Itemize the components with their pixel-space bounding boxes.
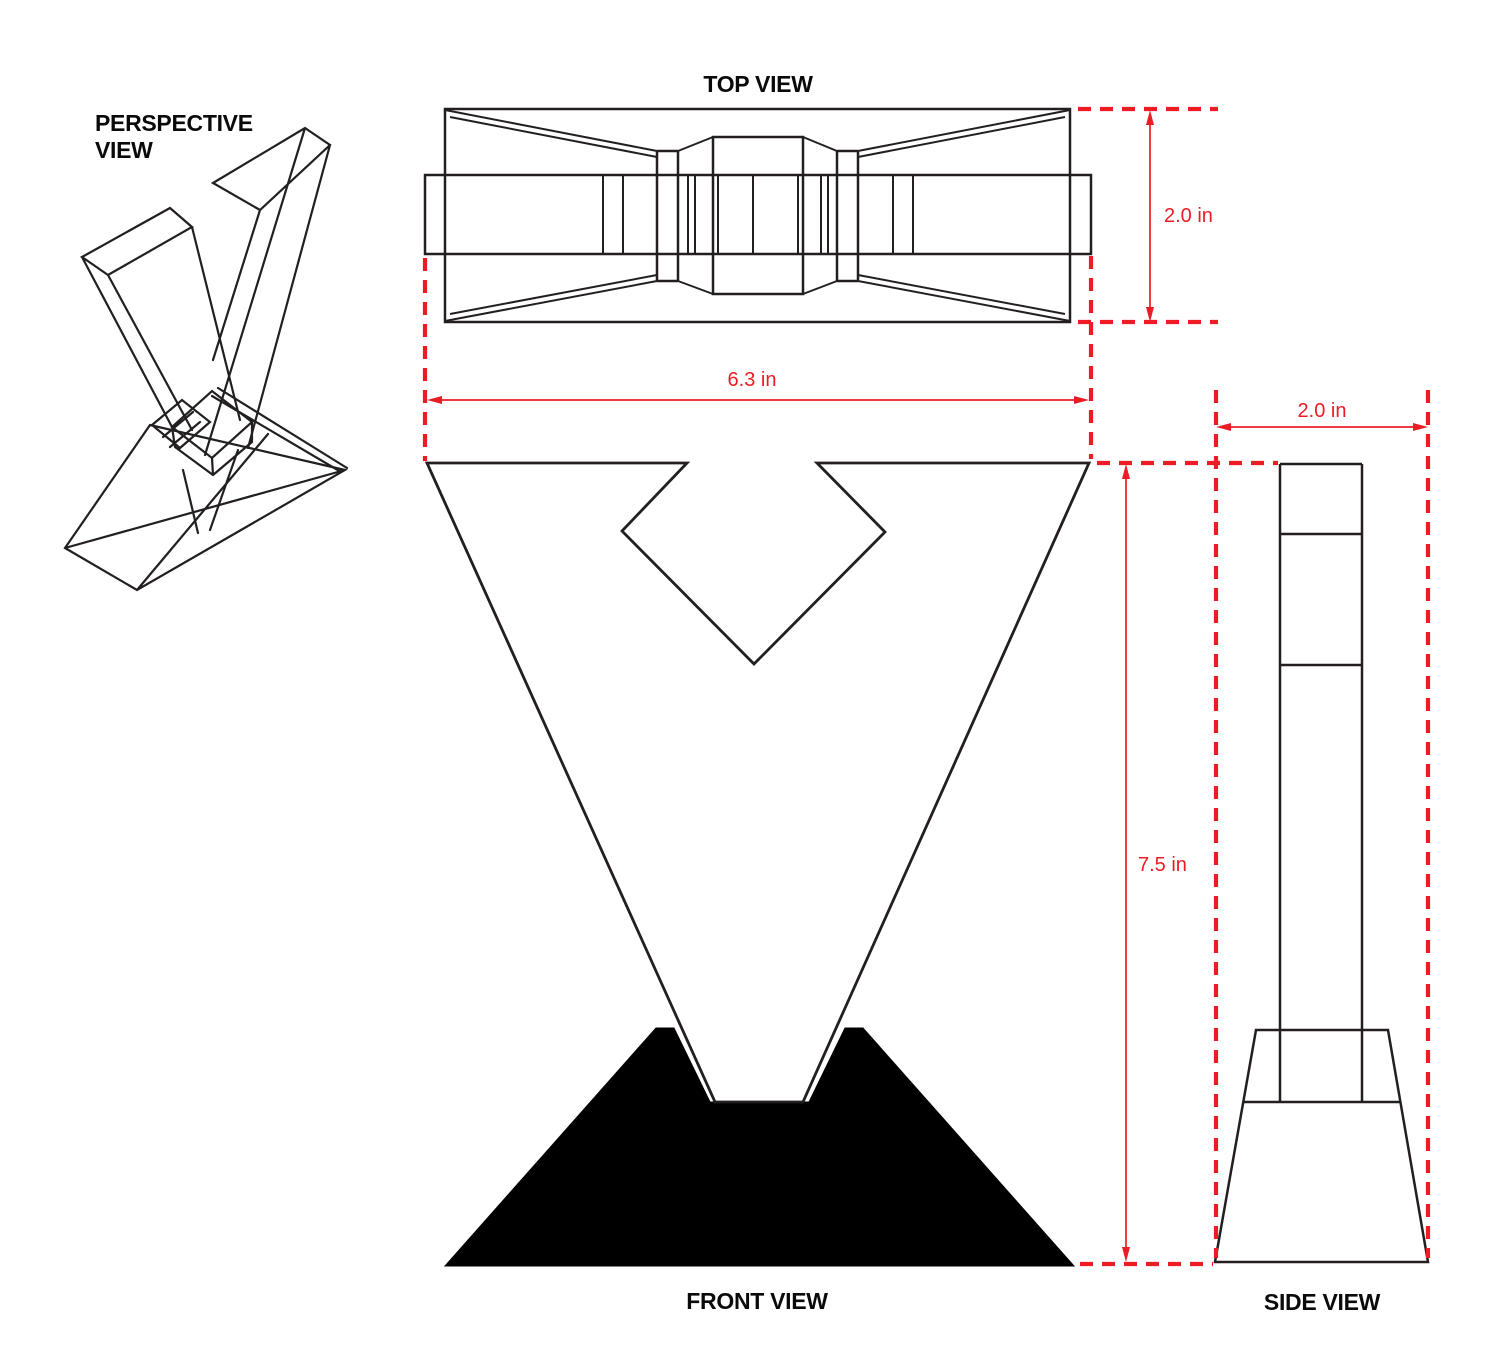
dimension-front-height-value: 7.5 in	[1138, 854, 1187, 876]
arrow-up-icon	[1146, 110, 1154, 125]
perspective-view-drawing	[63, 126, 349, 592]
top-taper-lines	[444, 109, 1071, 322]
arrow-left-icon	[1216, 423, 1231, 431]
side-view-label: SIDE VIEW	[1263, 1289, 1381, 1315]
front-view-drawing	[424, 461, 1092, 1267]
dimension-top-depth-value: 2.0 in	[1164, 205, 1213, 227]
perspective-view-label: PERSPECTIVE VIEW	[95, 110, 253, 163]
front-view-label: FRONT VIEW	[686, 1288, 828, 1314]
top-outer-rect	[443, 107, 1072, 324]
arrow-right-icon	[1074, 396, 1089, 404]
top-view-drawing	[423, 107, 1093, 324]
perspective-tall-arm	[203, 126, 332, 457]
front-v-body	[424, 461, 1092, 1104]
dimension-side-width-value: 2.0 in	[1297, 400, 1347, 422]
perspective-short-arm	[79, 206, 242, 432]
top-band-segments	[602, 175, 914, 254]
arrow-down-icon	[1122, 1247, 1130, 1262]
side-column	[1278, 462, 1364, 1102]
dimension-lines	[427, 110, 1428, 1262]
perspective-bracket	[150, 386, 349, 535]
top-view-label: TOP VIEW	[703, 71, 813, 97]
front-base-silhouette	[443, 1027, 1076, 1267]
top-right-collar	[835, 149, 860, 283]
arrow-down-icon	[1146, 307, 1154, 322]
projection-dashed-lines	[422, 106, 1431, 1267]
arrow-up-icon	[1122, 464, 1130, 479]
perspective-base	[63, 423, 348, 592]
arrow-right-icon	[1413, 423, 1428, 431]
top-center-chamfers	[677, 136, 838, 295]
top-band-rect	[423, 173, 1093, 256]
arrow-left-icon	[427, 396, 442, 404]
side-base-trapezoid	[1213, 1028, 1430, 1264]
top-left-collar	[655, 149, 680, 283]
top-center-rect	[711, 135, 805, 296]
dimension-front-width-value: 6.3 in	[727, 369, 777, 391]
side-view-drawing	[1213, 462, 1430, 1264]
